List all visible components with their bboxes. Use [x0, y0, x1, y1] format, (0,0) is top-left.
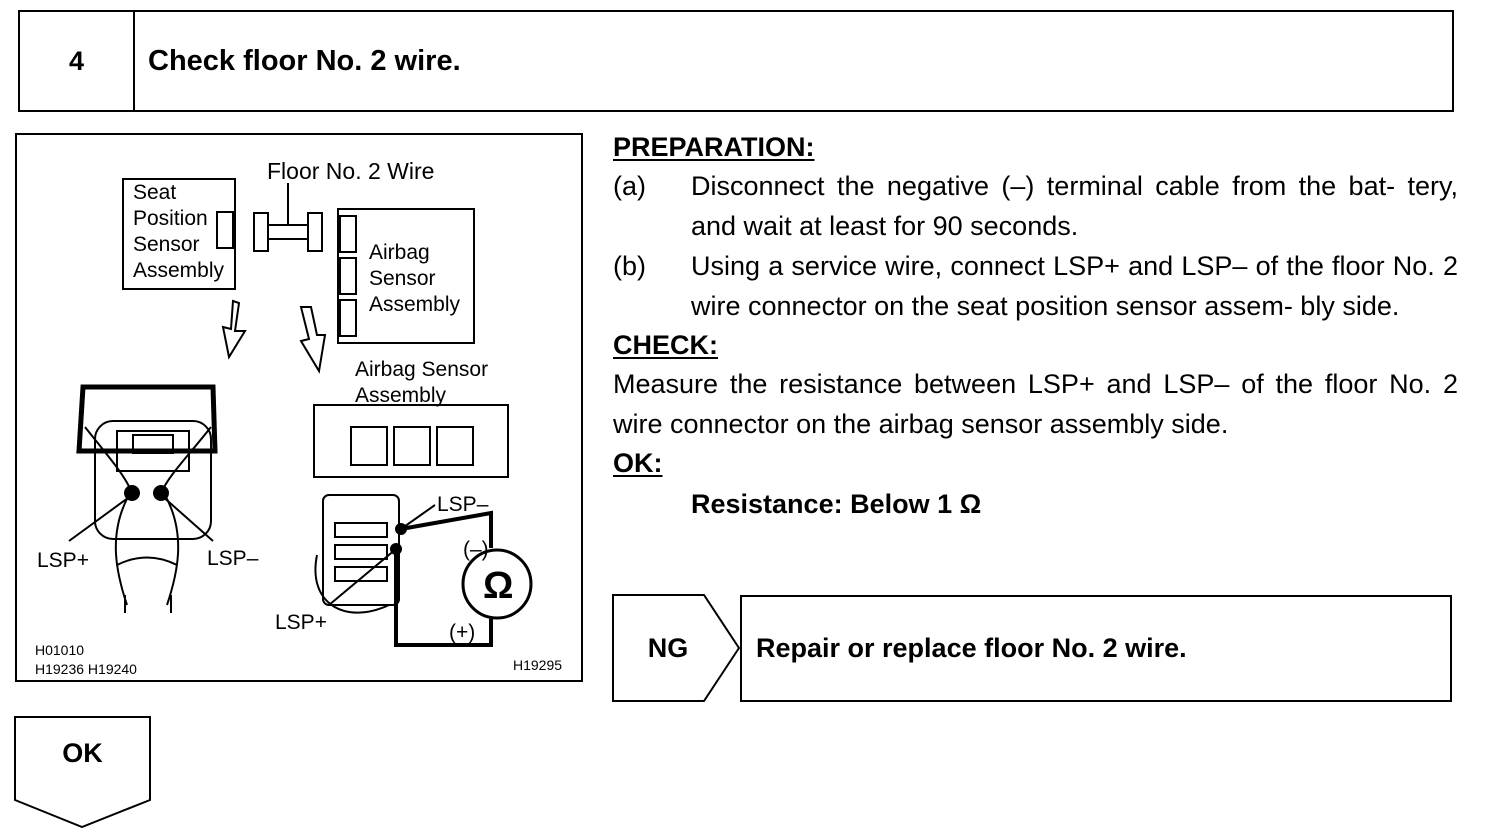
- step-number: 4: [20, 12, 135, 110]
- step-title: Check floor No. 2 wire.: [148, 44, 461, 77]
- ng-action: Repair or replace floor No. 2 wire.: [740, 595, 1452, 702]
- ng-label: NG: [647, 632, 689, 663]
- ok-heading: OK:: [613, 448, 663, 478]
- airbag-sensor-box: [337, 208, 475, 344]
- ok-label: OK: [62, 738, 103, 768]
- lsp-plus-left-label: LSP+: [37, 549, 89, 572]
- figure-code-3: H19295: [513, 657, 562, 673]
- ok-spec-text: Resistance: Below 1 Ω: [691, 489, 982, 519]
- item-text: Disconnect the negative (–) terminal cab…: [691, 171, 1458, 241]
- lsp-plus-right-label: LSP+: [275, 611, 327, 634]
- airbag-sensor-line-3: Assembly: [369, 293, 461, 316]
- ng-branch: NG: [612, 594, 740, 702]
- step-header: 4 Check floor No. 2 wire.: [18, 10, 1454, 112]
- preparation-heading: PREPARATION:: [613, 132, 815, 162]
- seat-sensor-line-1: Seat: [133, 181, 176, 204]
- minus-sign-label: (–): [463, 538, 489, 561]
- lsp-minus-left-label: LSP–: [207, 547, 259, 570]
- preparation-item-b: (b) Using a service wire, connect LSP+ a…: [613, 246, 1458, 326]
- figure-code-1: H01010: [35, 642, 84, 658]
- check-text: Measure the resistance between LSP+ and …: [613, 369, 1458, 439]
- ok-branch: OK: [14, 716, 151, 828]
- ng-arrow-shape: [612, 594, 740, 702]
- instruction-text: PREPARATION: (a) Disconnect the negative…: [613, 128, 1458, 524]
- airbag-sensor-assembly-line-2: Assembly: [355, 384, 447, 407]
- seat-sensor-box: [122, 178, 236, 290]
- figure-code-2: H19236 H19240: [35, 661, 137, 677]
- plus-sign-label: (+): [449, 621, 475, 644]
- seat-sensor-line-4: Assembly: [133, 259, 225, 282]
- wiring-illustration: Floor No. 2 Wire Seat Position Sensor As…: [35, 158, 562, 677]
- airbag-sensor-line-2: Sensor: [369, 267, 436, 290]
- ok-arrow-shape: [14, 716, 151, 828]
- lsp-minus-right-label: LSP–: [437, 493, 489, 516]
- item-label: (a): [613, 171, 646, 201]
- item-text: Using a service wire, connect LSP+ and L…: [691, 251, 1458, 321]
- seat-sensor-line-2: Position: [133, 207, 208, 230]
- item-label: (b): [613, 251, 646, 281]
- seat-sensor-line-3: Sensor: [133, 233, 200, 256]
- wiring-figure: Floor No. 2 Wire Seat Position Sensor As…: [15, 133, 583, 682]
- check-heading: CHECK:: [613, 330, 718, 360]
- floor-wire-label: Floor No. 2 Wire: [267, 158, 434, 184]
- airbag-sensor-line-1: Airbag: [369, 241, 430, 264]
- airbag-sensor-assembly-line-1: Airbag Sensor: [355, 358, 488, 381]
- ohm-meter-symbol: Ω: [483, 565, 513, 607]
- preparation-item-a: (a) Disconnect the negative (–) terminal…: [613, 166, 1458, 246]
